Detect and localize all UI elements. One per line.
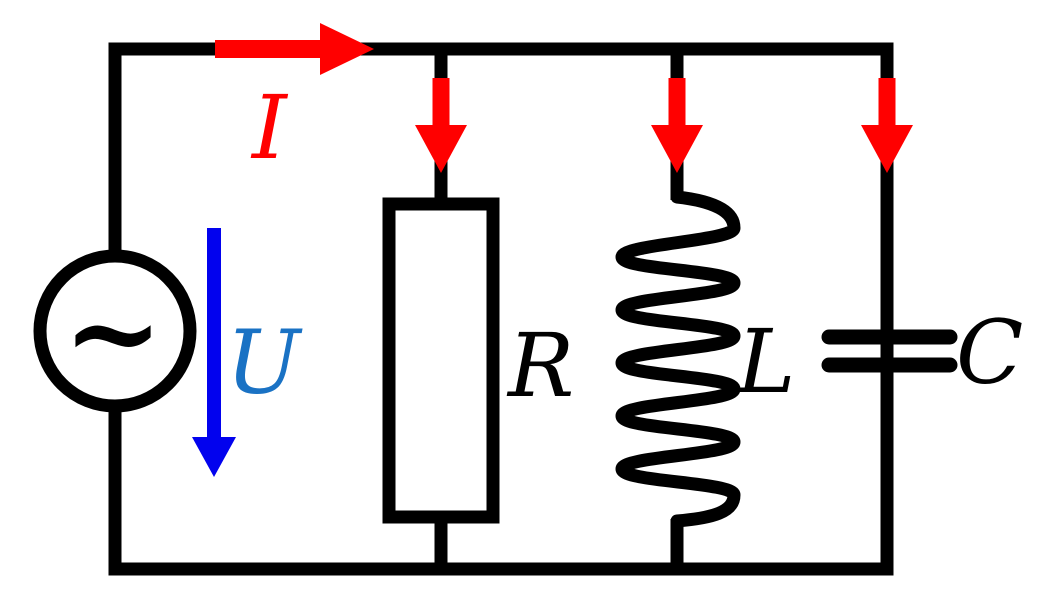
voltage-arrow-shaft (207, 228, 221, 440)
voltage-label: U (226, 311, 303, 414)
current-arrow-capacitor-shaft (878, 78, 896, 128)
ac-source-circle (33, 249, 197, 413)
current-arrow-main (215, 23, 374, 75)
current-arrow-inductor-branch (651, 78, 703, 173)
capacitor-plates (821, 329, 958, 373)
ac-source-tilde-icon: ~ (63, 262, 164, 403)
resistor-body (382, 197, 500, 524)
current-arrow-capacitor-branch (861, 78, 913, 173)
current-arrow-main-head (320, 23, 374, 75)
inductor-label: L (735, 310, 795, 413)
current-arrow-resistor-shaft (432, 78, 450, 128)
current-label: I (250, 76, 289, 179)
current-arrow-resistor-branch (415, 78, 467, 173)
inductor-coil (615, 190, 741, 528)
current-arrows (215, 23, 913, 173)
current-arrow-main-shaft (215, 40, 322, 58)
current-arrow-inductor-head (651, 125, 703, 173)
capacitor-label: C (956, 301, 1023, 404)
current-arrow-resistor-head (415, 125, 467, 173)
voltage-arrow (192, 228, 236, 477)
resistor-label: R (506, 314, 574, 417)
wire-group (108, 42, 894, 576)
circuit-outer-wire (108, 42, 894, 576)
voltage-arrow-head (192, 437, 236, 477)
current-arrow-inductor-shaft (668, 78, 686, 128)
current-arrow-capacitor-head (861, 125, 913, 173)
